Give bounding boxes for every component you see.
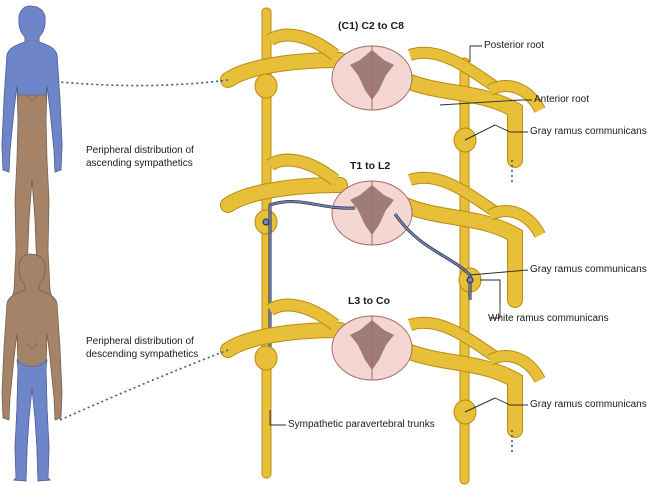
label-anterior-root: Anterior root	[534, 94, 590, 105]
upper-blue-region	[1, 5, 63, 173]
leader-gray-ramus-1	[494, 124, 528, 133]
spinal-cord-1	[331, 45, 413, 111]
label-trunks: Sympathetic paravertebral trunks	[288, 419, 435, 430]
ramus-dots-3	[59, 349, 229, 421]
left-ganglion-1	[254, 73, 278, 99]
label-posterior-root: Posterior root	[484, 40, 545, 51]
caption-ascending-line1: Peripheral distribution of	[86, 145, 194, 156]
lower-body-figure	[1, 253, 63, 482]
upper-figure-detail	[26, 94, 38, 101]
ramus-dots-1	[59, 79, 229, 87]
upper-body-figure	[1, 5, 63, 301]
leader-lines	[269, 45, 532, 426]
lower-figure-detail	[26, 342, 38, 349]
segment-label-lumbosacral: L3 to Co	[348, 295, 390, 307]
segment-label-cervical: (C1) C2 to C8	[338, 20, 404, 32]
spinal-cord-2	[331, 180, 413, 246]
label-gray-ramus-1: Gray ramus communicans	[530, 126, 647, 137]
leader-gray-ramus-3	[494, 397, 528, 406]
label-white-ramus: White ramus communicans	[488, 313, 609, 324]
segment-thoracolumbar	[220, 153, 546, 360]
segment-cervical	[59, 28, 546, 185]
segment-label-thoracolumbar: T1 to L2	[350, 160, 391, 172]
caption-ascending-line2: ascending sympathetics	[86, 158, 193, 169]
leader-gray-ramus-2	[469, 269, 529, 276]
leader-trunks	[269, 410, 286, 426]
segment-lumbosacral	[59, 298, 546, 455]
label-gray-ramus-3: Gray ramus communicans	[530, 399, 647, 410]
caption-descending-line2: descending sympathetics	[86, 349, 199, 360]
leader-anterior-root	[439, 99, 532, 106]
left-ganglion-3	[254, 345, 278, 371]
label-gray-ramus-2: Gray ramus communicans	[530, 264, 647, 275]
spinal-cord-3	[331, 315, 413, 381]
lower-blue-region	[13, 359, 51, 482]
leader-white-ramus	[490, 305, 501, 319]
white-ramus-line	[480, 279, 501, 305]
caption-descending-line1: Peripheral distribution of	[86, 336, 194, 347]
leader-posterior-root	[469, 45, 482, 62]
